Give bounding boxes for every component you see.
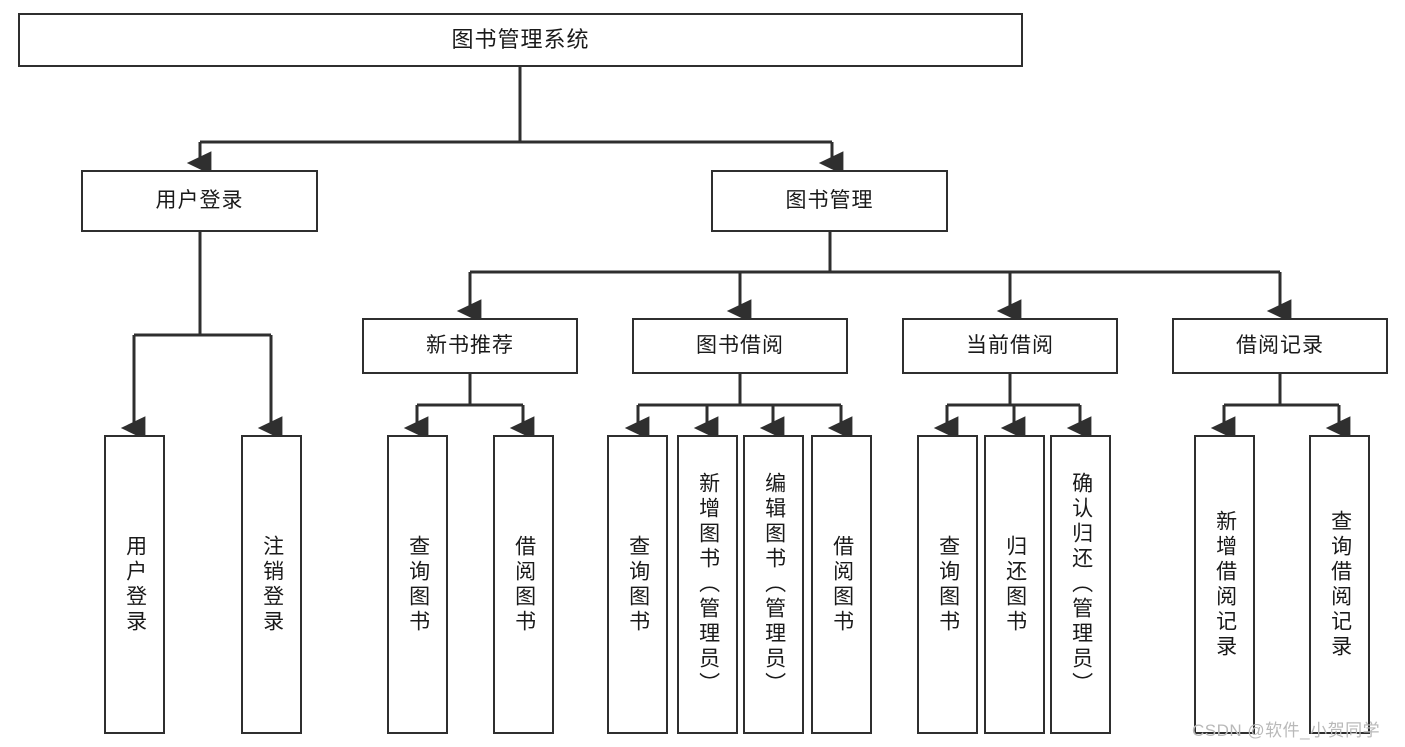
node-book-borrow-label: 图书借阅 (696, 333, 784, 357)
node-leaf-borrow-book[interactable]: 借阅图书 (811, 435, 872, 734)
node-leaf-confirm-return[interactable]: 确认归还（管理员） (1050, 435, 1111, 734)
node-leaf-return-book[interactable]: 归还图书 (984, 435, 1045, 734)
node-leaf-borrow-book-label: 借阅图书 (830, 534, 854, 635)
node-leaf-borrow-book-rec[interactable]: 借阅图书 (493, 435, 554, 734)
node-book-manage[interactable]: 图书管理 (711, 170, 948, 232)
node-leaf-query-borrow-record-label: 查询借阅记录 (1328, 509, 1352, 660)
node-leaf-return-book-label: 归还图书 (1003, 534, 1027, 635)
node-leaf-user-login-label: 用户登录 (123, 534, 147, 635)
node-leaf-add-borrow-record-label: 新增借阅记录 (1213, 509, 1237, 660)
node-leaf-user-login[interactable]: 用户登录 (104, 435, 165, 734)
node-leaf-query-borrow-record[interactable]: 查询借阅记录 (1309, 435, 1370, 734)
node-leaf-query-book-rec[interactable]: 查询图书 (387, 435, 448, 734)
watermark: CSDN @软件_小贺同学 (1192, 721, 1381, 740)
node-leaf-add-borrow-record[interactable]: 新增借阅记录 (1194, 435, 1255, 734)
node-leaf-confirm-return-label: 确认归还（管理员） (1069, 472, 1093, 697)
node-leaf-add-book-label: 新增图书（管理员） (696, 472, 720, 697)
node-leaf-add-book[interactable]: 新增图书（管理员） (677, 435, 738, 734)
node-leaf-edit-book-label: 编辑图书（管理员） (762, 472, 786, 697)
node-book-manage-label: 图书管理 (785, 188, 874, 212)
node-leaf-query-book-borrow-label: 查询图书 (626, 534, 650, 635)
node-leaf-edit-book[interactable]: 编辑图书（管理员） (743, 435, 804, 734)
node-leaf-logout-label: 注销登录 (260, 534, 284, 635)
node-borrow-record-label: 借阅记录 (1236, 333, 1324, 357)
node-root-label: 图书管理系统 (451, 27, 590, 53)
node-leaf-borrow-book-rec-label: 借阅图书 (512, 534, 536, 635)
node-leaf-query-book-borrow[interactable]: 查询图书 (607, 435, 668, 734)
node-leaf-logout[interactable]: 注销登录 (241, 435, 302, 734)
node-user-login[interactable]: 用户登录 (81, 170, 318, 232)
node-leaf-query-book-current-label: 查询图书 (936, 534, 960, 635)
node-new-book-rec-label: 新书推荐 (426, 333, 514, 357)
node-current-borrow[interactable]: 当前借阅 (902, 318, 1118, 374)
node-current-borrow-label: 当前借阅 (966, 333, 1054, 357)
node-book-borrow[interactable]: 图书借阅 (632, 318, 848, 374)
node-borrow-record[interactable]: 借阅记录 (1172, 318, 1388, 374)
node-leaf-query-book-rec-label: 查询图书 (406, 534, 430, 635)
node-user-login-label: 用户登录 (155, 188, 244, 212)
node-root[interactable]: 图书管理系统 (18, 13, 1023, 67)
node-leaf-query-book-current[interactable]: 查询图书 (917, 435, 978, 734)
node-new-book-rec[interactable]: 新书推荐 (362, 318, 578, 374)
